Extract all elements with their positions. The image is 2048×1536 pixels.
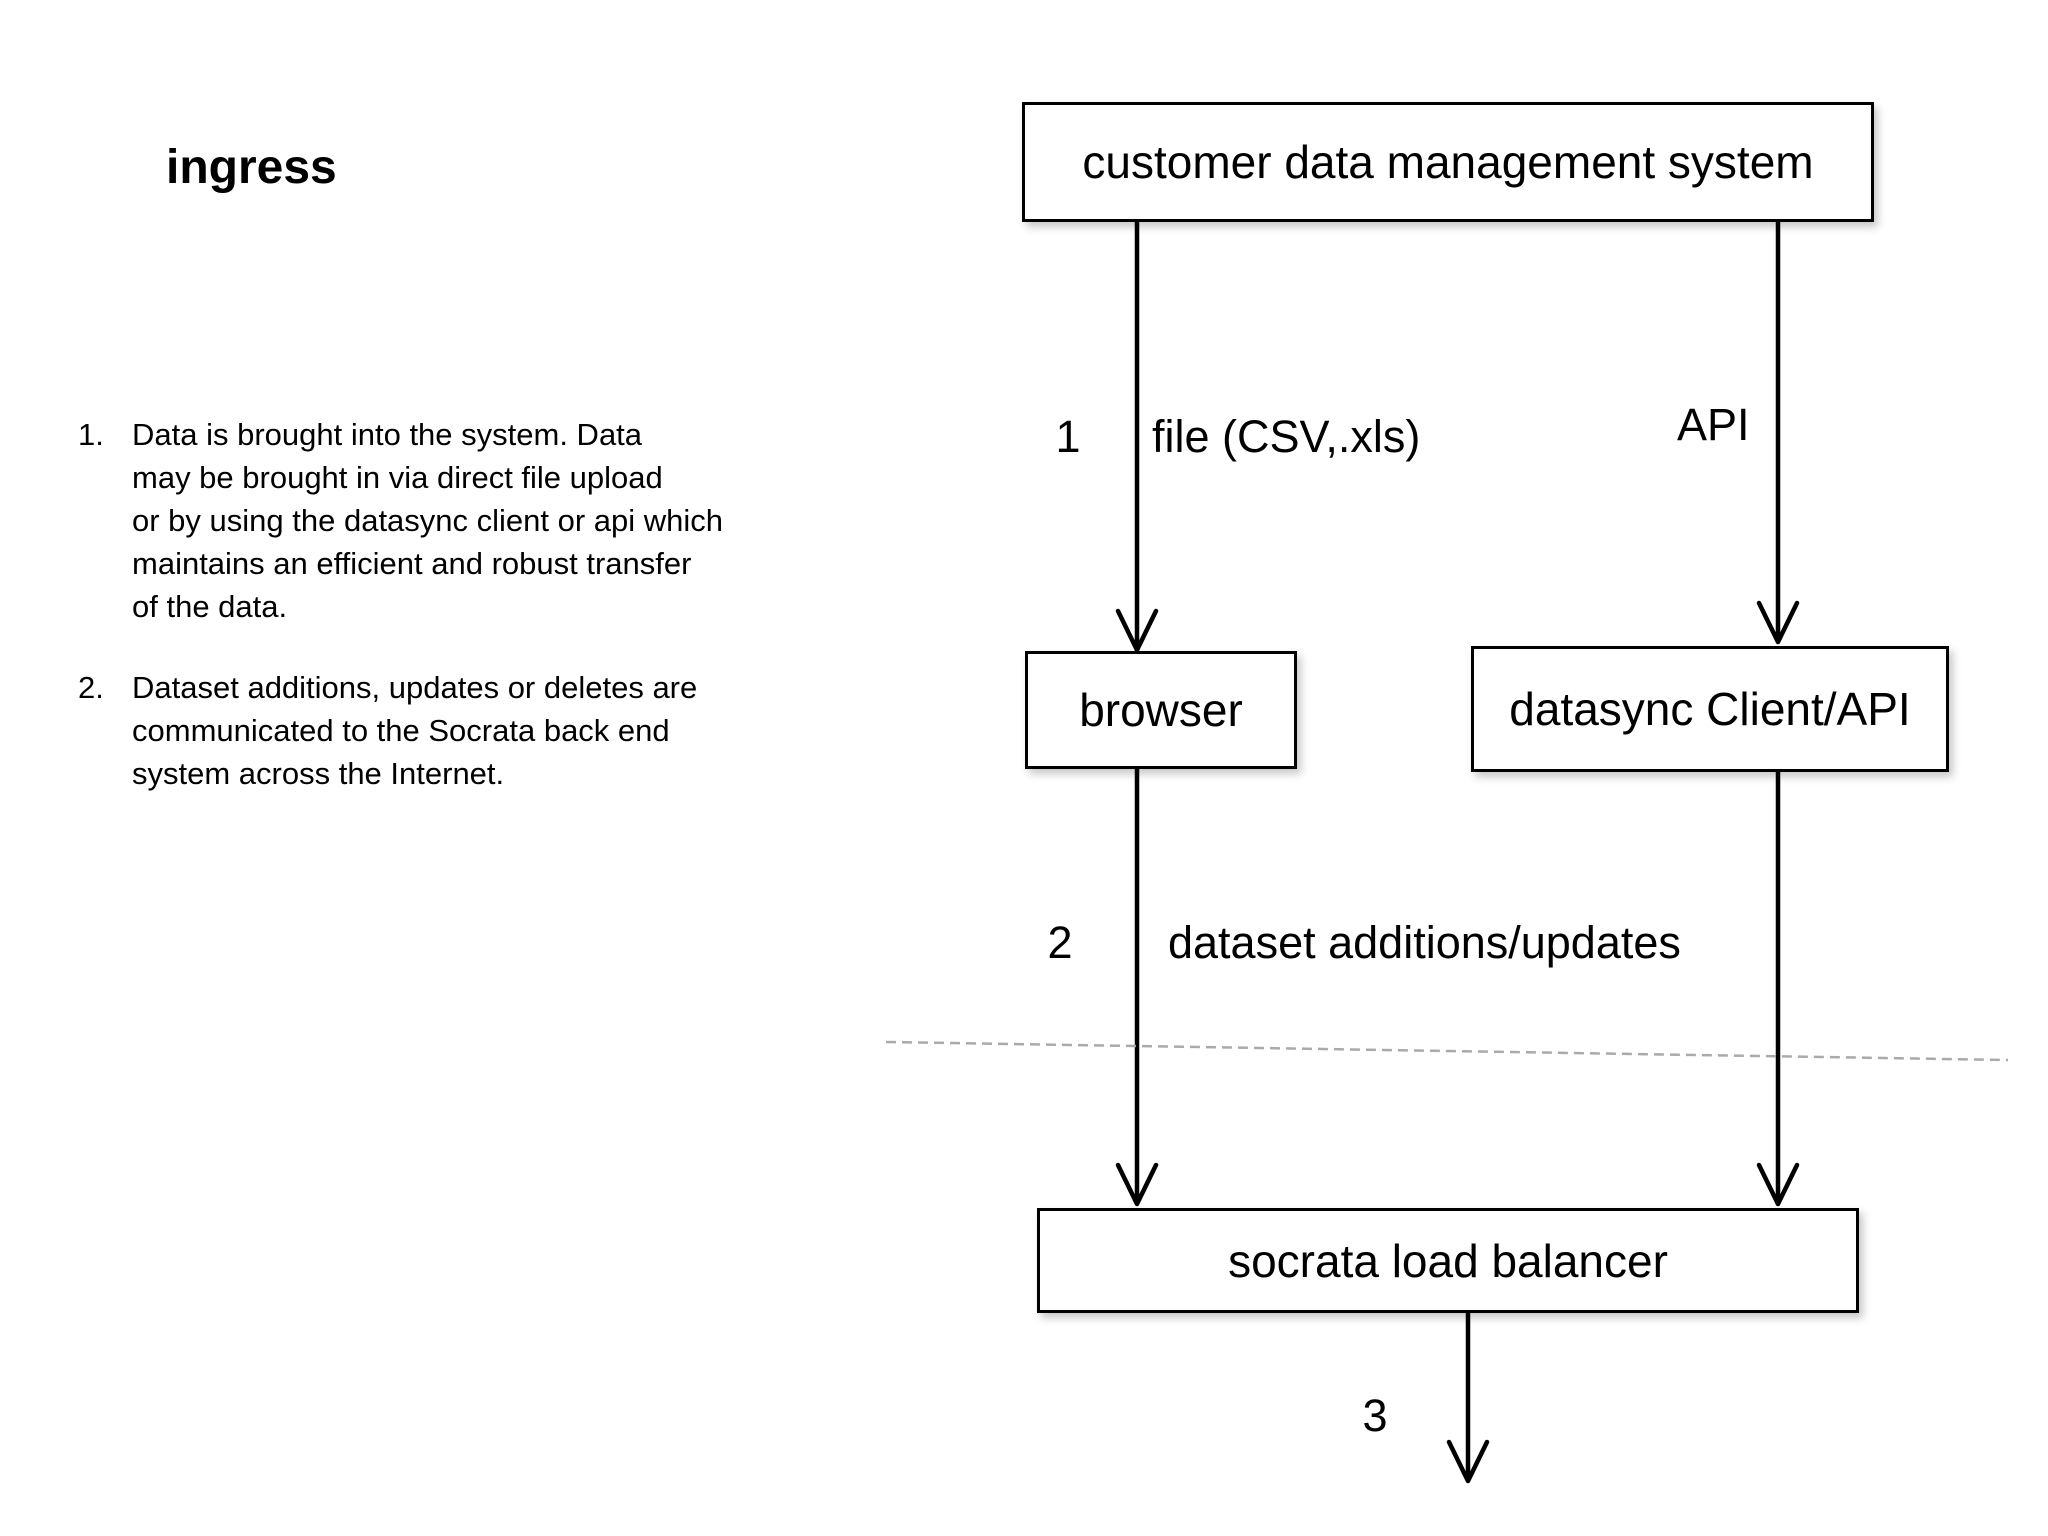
node-socrata-load-balancer: socrata load balancer: [1037, 1208, 1859, 1313]
page-title: ingress: [166, 141, 337, 194]
arrow-datasync-to-loadbalancer: [1756, 769, 1800, 1207]
arrow-cdms-to-datasync: [1756, 219, 1800, 645]
arrow-browser-to-loadbalancer: [1115, 766, 1159, 1207]
note-2-number: 2.: [78, 670, 104, 705]
node-customer-data-management-system: customer data management system: [1022, 102, 1874, 222]
edge-step-1-number: 1: [1055, 411, 1081, 462]
arrow-cdms-to-browser: [1115, 219, 1159, 653]
arrow-loadbalancer-down: [1446, 1310, 1490, 1484]
notes-list: 1. Data is brought into the system. Data…: [78, 413, 778, 833]
node-datasync-client-api-label: datasync Client/API: [1509, 683, 1911, 735]
internet-boundary-dashed-line: [885, 1040, 2009, 1062]
note-2-text: Dataset additions, updates or deletes ar…: [132, 670, 698, 791]
edge-api-label: API: [1677, 399, 1750, 450]
node-browser: browser: [1025, 651, 1297, 769]
note-1-number: 1.: [78, 417, 104, 452]
note-item-2: 2. Dataset additions, updates or deletes…: [78, 666, 778, 795]
edge-step-2-number: 2: [1047, 917, 1073, 968]
edge-step-3-number: 3: [1362, 1390, 1388, 1441]
note-item-1: 1. Data is brought into the system. Data…: [78, 413, 778, 628]
node-datasync-client-api: datasync Client/API: [1471, 646, 1949, 772]
note-1-text: Data is brought into the system. Data ma…: [132, 417, 724, 624]
edge-file-csv-xls-label: file (CSV,.xls): [1152, 411, 1421, 462]
node-browser-label: browser: [1079, 684, 1243, 736]
edge-dataset-additions-updates-label: dataset additions/updates: [1168, 917, 1681, 968]
node-customer-data-management-system-label: customer data management system: [1082, 136, 1814, 188]
node-socrata-load-balancer-label: socrata load balancer: [1228, 1234, 1668, 1287]
